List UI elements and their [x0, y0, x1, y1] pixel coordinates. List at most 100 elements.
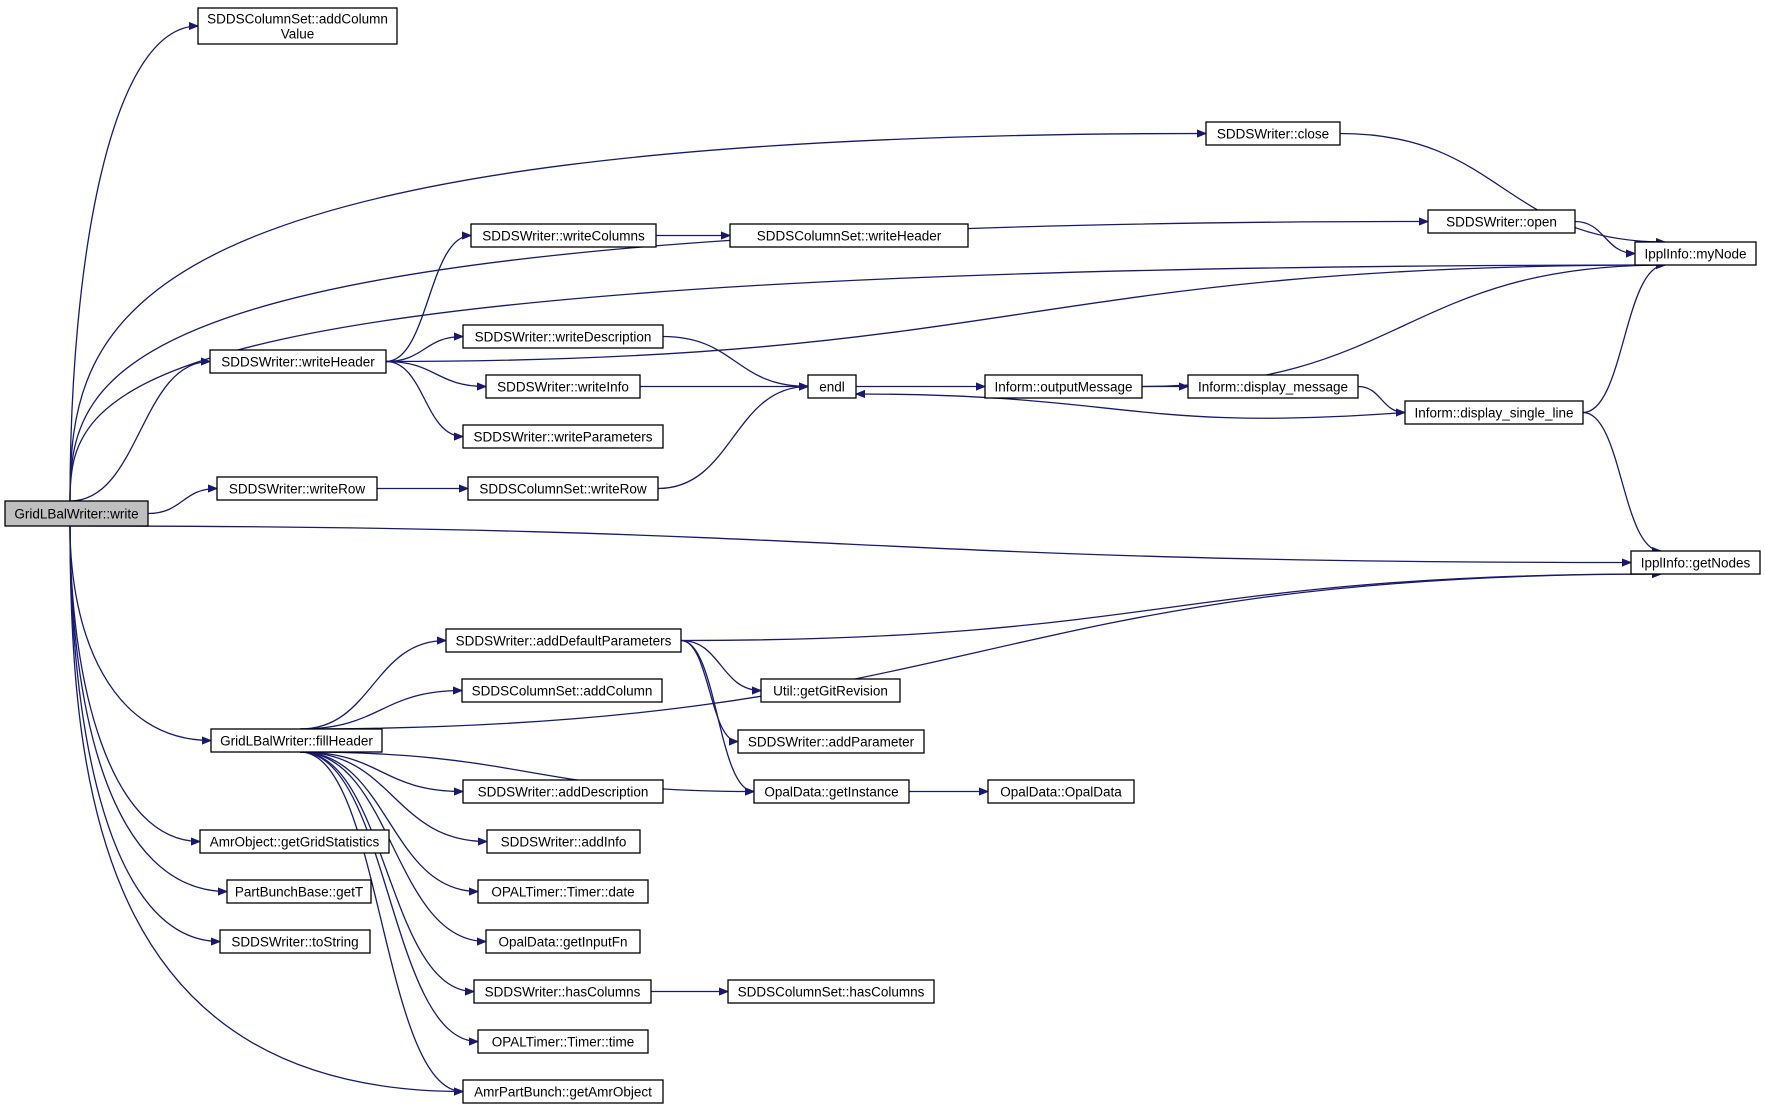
- edge-n7-n2: [385, 265, 1665, 363]
- node-box: [729, 223, 969, 248]
- graph-node-n8[interactable]: SDDSWriter::writeDescription: [462, 324, 664, 349]
- node-label: SDDSWriter::hasColumns: [485, 985, 641, 1000]
- graph-node-n24[interactable]: OpalData::getInstance: [753, 779, 910, 804]
- graph-node-n5[interactable]: SDDSWriter::writeColumns: [470, 223, 657, 248]
- edge-path: [69, 362, 210, 502]
- graph-node-n19[interactable]: SDDSColumnSet::addColumn: [461, 678, 663, 703]
- edge-n12-n2: [1141, 265, 1665, 388]
- graph-node-n18[interactable]: SDDSWriter::addDefaultParameters: [445, 628, 682, 653]
- graph-node-n14[interactable]: Inform::display_single_line: [1404, 400, 1584, 425]
- graph-node-n35[interactable]: AmrPartBunch::getAmrObject: [462, 1079, 664, 1104]
- node-box: [219, 929, 371, 954]
- node-box: [485, 929, 641, 954]
- node-label: OpalData::getInputFn: [498, 935, 627, 950]
- edge-n7-n9: [385, 360, 486, 387]
- edge-path: [69, 26, 198, 502]
- node-box: [473, 979, 652, 1004]
- node-box: [462, 1079, 664, 1104]
- graph-node-n23[interactable]: SDDSWriter::addDescription: [462, 779, 664, 804]
- graph-node-n29[interactable]: OPALTimer::Timer::date: [477, 879, 649, 904]
- node-label: SDDSWriter::writeHeader: [221, 355, 375, 370]
- graph-node-n7[interactable]: SDDSWriter::writeHeader: [209, 349, 387, 374]
- graph-node-n16[interactable]: SDDSColumnSet::writeRow: [467, 476, 659, 501]
- node-box: [226, 879, 372, 904]
- edge-n14-n11: [856, 394, 1406, 419]
- node-label: SDDSWriter::addInfo: [501, 835, 627, 850]
- edge-path: [299, 751, 478, 1042]
- graph-node-n11[interactable]: endl: [807, 374, 857, 399]
- node-label: SDDSWriter::writeDescription: [475, 330, 652, 345]
- node-box: [1634, 241, 1757, 266]
- node-box: [753, 779, 910, 804]
- graph-node-n26[interactable]: AmrObject::getGridStatistics: [199, 829, 390, 854]
- edge-n0-n1: [69, 26, 198, 502]
- edge-n7-n8: [385, 337, 463, 363]
- edge-path: [385, 236, 471, 363]
- graph-node-n17[interactable]: IpplInfo::getNodes: [1630, 550, 1761, 575]
- node-label: SDDSWriter::addDescription: [478, 785, 649, 800]
- edge-n22-n31: [299, 751, 486, 942]
- edge-path: [662, 335, 808, 387]
- edge-path: [856, 394, 1406, 419]
- graph-node-n13[interactable]: Inform::display_message: [1187, 374, 1359, 399]
- node-label: OpalData::getInstance: [764, 785, 898, 800]
- edge-n22-n29: [299, 751, 478, 892]
- graph-node-n32[interactable]: SDDSWriter::hasColumns: [473, 979, 652, 1004]
- edge-path: [299, 641, 446, 730]
- edge-n7-n5: [385, 236, 471, 363]
- edge-path: [657, 387, 808, 490]
- graph-node-n0[interactable]: GridLBalWriter::write: [4, 500, 149, 527]
- edge-n22-n32: [299, 751, 474, 992]
- graph-node-n30[interactable]: SDDSWriter::toString: [219, 929, 371, 954]
- edge-path: [385, 337, 463, 363]
- graph-node-n15[interactable]: SDDSWriter::writeRow: [216, 476, 378, 501]
- node-label: OpalData::OpalData: [1000, 785, 1122, 800]
- edge-path: [680, 574, 1661, 642]
- node-box: [1404, 400, 1584, 425]
- graph-node-n31[interactable]: OpalData::getInputFn: [485, 929, 641, 954]
- graph-node-n33[interactable]: SDDSColumnSet::hasColumns: [727, 979, 935, 1004]
- node-box: [209, 349, 387, 374]
- edge-path: [69, 525, 220, 942]
- graph-node-n22[interactable]: GridLBalWriter::fillHeader: [210, 728, 383, 753]
- graph-node-n2[interactable]: IpplInfo::myNode: [1634, 241, 1757, 266]
- graph-node-n3[interactable]: SDDSWriter::close: [1205, 121, 1341, 146]
- node-box: [4, 500, 149, 527]
- edge-path: [299, 751, 754, 792]
- graph-node-n10[interactable]: SDDSWriter::writeParameters: [462, 424, 664, 449]
- node-label: OPALTimer::Timer::time: [492, 1035, 635, 1050]
- node-label: PartBunchBase::getT: [235, 885, 363, 900]
- node-box: [1427, 209, 1576, 234]
- edge-n18-n21: [680, 639, 739, 742]
- graph-node-n4[interactable]: SDDSWriter::open: [1427, 209, 1576, 234]
- node-box: [984, 374, 1143, 399]
- graph-node-n25[interactable]: OpalData::OpalData: [987, 779, 1135, 804]
- node-label: SDDSWriter::open: [1446, 215, 1557, 230]
- nodes-layer: GridLBalWriter::writeSDDSColumnSet::addC…: [4, 7, 1761, 1104]
- edge-path: [385, 360, 463, 437]
- node-label: SDDSWriter::toString: [231, 935, 358, 950]
- graph-node-n9[interactable]: SDDSWriter::writeInfo: [485, 374, 641, 399]
- graph-node-n27[interactable]: SDDSWriter::addInfo: [486, 829, 641, 854]
- edge-n16-n11: [657, 387, 808, 490]
- node-label: Inform::display_message: [1198, 380, 1348, 395]
- graph-node-n28[interactable]: PartBunchBase::getT: [226, 879, 372, 904]
- node-box: [1630, 550, 1761, 575]
- edge-path: [299, 751, 478, 892]
- edge-n8-n11: [662, 335, 808, 387]
- graph-node-n34[interactable]: OPALTimer::Timer::time: [477, 1029, 649, 1054]
- edge-n22-n27: [299, 751, 487, 842]
- node-label: IpplInfo::getNodes: [1641, 556, 1751, 571]
- graph-node-n12[interactable]: Inform::outputMessage: [984, 374, 1143, 399]
- edge-n0-n2: [69, 265, 1665, 502]
- node-box: [462, 324, 664, 349]
- node-label: SDDSColumnSet::addColumn: [207, 12, 388, 27]
- edge-path: [1339, 132, 1665, 243]
- graph-node-n6[interactable]: SDDSColumnSet::writeHeader: [729, 223, 969, 248]
- graph-node-n20[interactable]: Util::getGitRevision: [760, 678, 901, 703]
- node-box: [462, 779, 664, 804]
- node-label: GridLBalWriter::write: [14, 507, 138, 522]
- graph-node-n21[interactable]: SDDSWriter::addParameter: [737, 729, 925, 754]
